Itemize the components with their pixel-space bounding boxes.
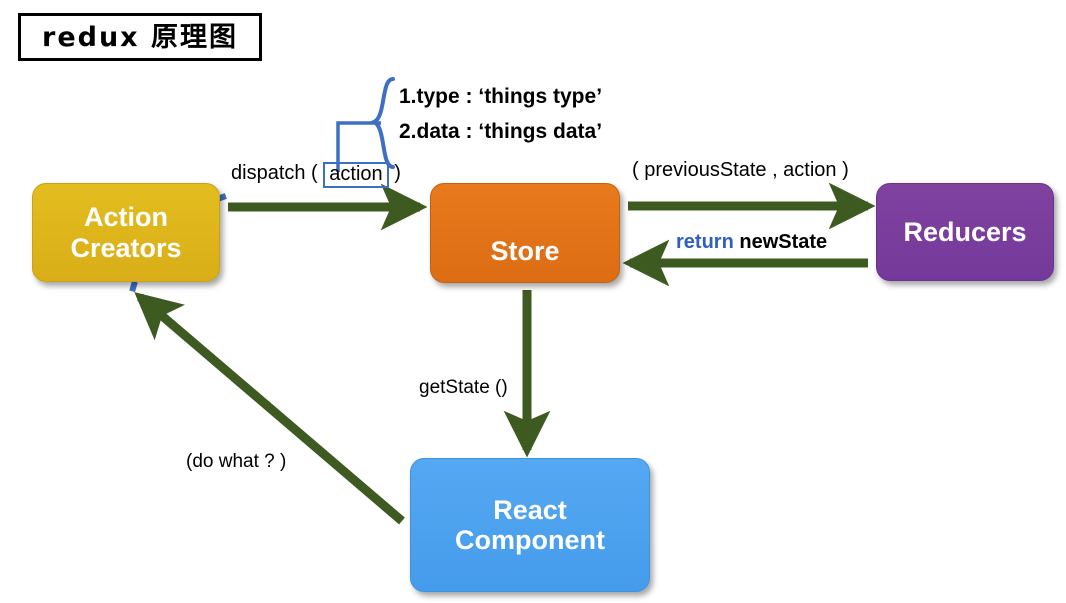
node-reducers-label: Reducers [903,216,1027,247]
dispatch-prefix: dispatch ( [231,162,318,184]
annotation-line-type: 1.type : ‘things type’ [399,85,603,108]
node-action-creators-line1: Action [84,202,168,233]
annotation-line-data: 2.data : ‘things data’ [399,120,603,143]
node-action-creators-line2: Creators [70,232,182,263]
node-react-component-line2: Component [455,525,605,555]
arrow-do-what [134,292,405,525]
edge-label-getstate: getState () [419,377,508,398]
node-action-creators[interactable]: Action Creators [32,183,220,282]
newstate-value: newState [739,231,828,253]
node-store-label: Store [490,235,560,266]
node-store[interactable]: Store [430,183,620,283]
edge-label-do-what: (do what ? ) [186,451,287,472]
node-react-component[interactable]: React Component [410,458,650,592]
edge-label-previous-state: ( previousState , action ) [632,159,849,181]
return-keyword: return [676,231,734,253]
dispatch-suffix: ) [394,162,401,184]
edge-label-dispatch: dispatch ( action ) [231,161,401,188]
dispatch-action-box[interactable]: action [323,162,389,188]
edge-label-return-newstate: return newState [676,232,827,252]
curly-brace [368,77,395,169]
node-react-component-line1: React [493,494,567,525]
page-title: redux 原理图 [42,21,238,53]
diagram-title-box: redux 原理图 [18,13,262,61]
action-brace-connector [336,121,381,172]
node-reducers[interactable]: Reducers [876,183,1054,281]
